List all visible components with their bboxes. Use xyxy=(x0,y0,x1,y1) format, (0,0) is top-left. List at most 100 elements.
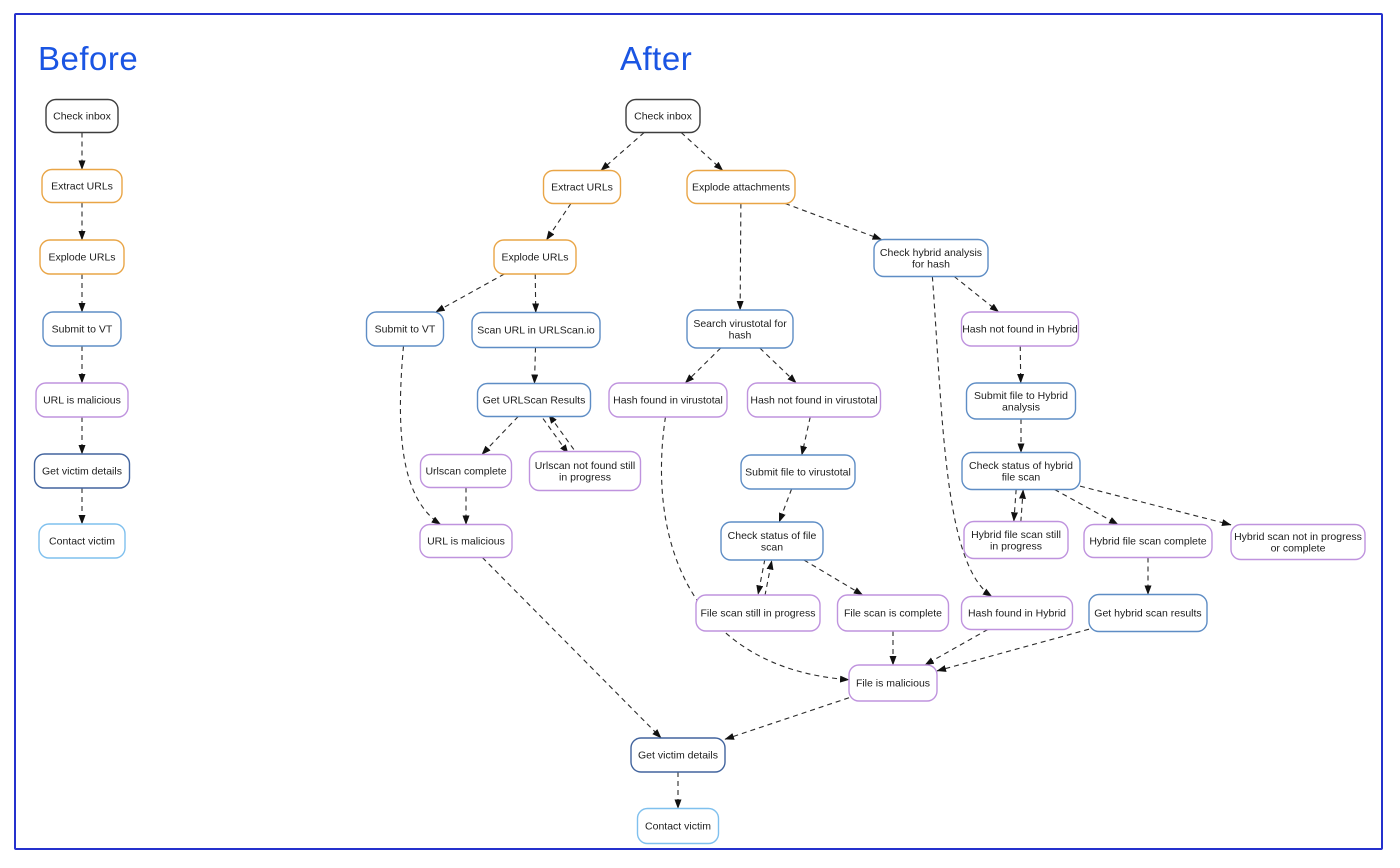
node-label: File scan is complete xyxy=(844,608,942,620)
node-label: Get URLScan Results xyxy=(483,395,586,407)
edge-a_explode_att-a_check_hybrid xyxy=(784,202,882,241)
edge-a_check_hybrid-a_hash_found_hybrid xyxy=(931,276,993,597)
node-label: File is malicious xyxy=(856,678,930,690)
edge-a_explode_att-a_search_vt xyxy=(736,203,744,311)
node-a_extract_urls: Extract URLs xyxy=(542,169,622,205)
node-label: Submit to VT xyxy=(375,324,436,336)
node-a_get_hybrid_results: Get hybrid scan results xyxy=(1088,593,1208,633)
node-a_submit_vt: Submit to VT xyxy=(365,311,445,347)
node-a_file_scan_complete: File scan is complete xyxy=(836,594,950,632)
node-a_submit_file_vt: Submit file to virustotal xyxy=(740,454,856,490)
node-label: Hash not found in Hybrid xyxy=(962,324,1078,336)
node-label: Scan URL in URLScan.io xyxy=(477,325,595,337)
node-label: URL is malicious xyxy=(43,395,121,407)
node-a_contact_victim: Contact victim xyxy=(636,807,720,845)
node-a_file_scan_progress: File scan still in progress xyxy=(695,594,821,632)
node-label: Check inbox xyxy=(53,111,112,123)
node-b_url_malicious: URL is malicious xyxy=(35,382,129,418)
edge-a_submit_file_vt-a_check_status_file xyxy=(778,488,793,523)
edge-a_url_malicious-a_get_victim xyxy=(481,557,662,739)
node-b_extract_urls: Extract URLs xyxy=(41,168,123,204)
edge-a_check_status_file-a_file_scan_progress xyxy=(756,559,766,595)
node-b_submit_vt: Submit to VT xyxy=(42,311,122,347)
edge-a_check_status_file-a_file_scan_complete xyxy=(803,559,864,596)
node-a_hash_nf_vt: Hash not found in virustotal xyxy=(746,382,882,418)
edge-a_explode_urls-a_submit_vt xyxy=(435,273,505,313)
node-b_get_victim: Get victim details xyxy=(33,453,131,489)
node-a_explode_urls: Explode URLs xyxy=(493,239,577,275)
node-a_get_victim: Get victim details xyxy=(630,737,726,773)
node-label: Get victim details xyxy=(42,466,122,478)
edge-a_get_urlscan-a_urlscan_nf xyxy=(542,418,569,454)
node-label: Explode attachments xyxy=(692,182,790,194)
edge-a_search_vt-a_hash_nf_vt xyxy=(759,347,797,384)
node-label: Explode URLs xyxy=(501,252,568,264)
node-label: Explode URLs xyxy=(48,252,115,264)
node-a_urlscan_complete: Urlscan complete xyxy=(419,453,513,489)
node-label: Get victim details xyxy=(638,750,718,762)
node-label: Hash found in virustotal xyxy=(613,395,723,407)
node-label: Check inbox xyxy=(634,111,693,123)
edge-a_urlscan_nf-a_get_urlscan xyxy=(548,414,575,450)
edge-a_submit_vt-a_url_malicious xyxy=(399,345,442,525)
edge-a_check_status_hybrid-a_hybrid_scan_complete xyxy=(1054,489,1119,525)
node-a_hash_nf_hybrid: Hash not found in Hybrid xyxy=(960,311,1080,347)
node-a_explode_att: Explode attachments xyxy=(686,169,796,205)
node-label: Extract URLs xyxy=(51,181,113,193)
node-label: Extract URLs xyxy=(551,182,613,194)
node-label: Get hybrid scan results xyxy=(1094,608,1201,620)
edge-a_check_hybrid-a_hash_nf_hybrid xyxy=(953,276,1000,313)
node-b_explode_urls: Explode URLs xyxy=(39,239,125,275)
after-title: After xyxy=(620,40,693,77)
edge-a_extract_urls-a_explode_urls xyxy=(545,203,572,241)
node-a_hybrid_scan_complete: Hybrid file scan complete xyxy=(1083,523,1213,559)
node-b_contact_victim: Contact victim xyxy=(38,523,126,559)
node-a_hash_found_vt: Hash found in virustotal xyxy=(608,382,728,418)
node-a_file_malicious: File is malicious xyxy=(848,664,938,702)
node-label: Hash found in Hybrid xyxy=(968,608,1066,620)
node-a_scan_url: Scan URL in URLScan.io xyxy=(471,311,601,349)
edge-a_check_inbox-a_explode_att xyxy=(680,132,724,171)
edge-a_get_urlscan-a_urlscan_complete xyxy=(481,416,519,455)
node-a_hash_found_hybrid: Hash found in Hybrid xyxy=(960,595,1074,631)
node-label: File scan still in progress xyxy=(701,608,816,620)
edge-a_hash_found_hybrid-a_file_malicious xyxy=(924,629,989,666)
node-a_url_malicious: URL is malicious xyxy=(419,523,513,559)
edge-a_hash_nf_vt-a_submit_file_vt xyxy=(800,416,811,456)
edge-a_explode_urls-a_scan_url xyxy=(532,273,540,313)
edge-a_file_malicious-a_get_victim xyxy=(724,697,850,740)
edge-a_check_status_hybrid-a_hybrid_scan_nip xyxy=(1079,485,1232,526)
before-title: Before xyxy=(38,40,139,77)
node-a_check_inbox: Check inbox xyxy=(625,98,701,134)
edge-a_search_vt-a_hash_found_vt xyxy=(684,347,722,384)
node-a_get_urlscan: Get URLScan Results xyxy=(476,382,592,418)
edge-a_check_inbox-a_extract_urls xyxy=(600,132,645,171)
node-label: URL is malicious xyxy=(427,536,505,548)
node-label: Contact victim xyxy=(645,821,711,833)
edge-a_hybrid_scan_progress-a_check_status_hybrid xyxy=(1019,489,1026,522)
node-label: Urlscan complete xyxy=(425,466,506,478)
edge-a_check_status_hybrid-a_hybrid_scan_progress xyxy=(1011,489,1018,522)
node-b_check_inbox: Check inbox xyxy=(45,98,119,134)
edge-a_hash_nf_hybrid-a_submit_hybrid xyxy=(1017,345,1025,384)
edge-a_scan_url-a_get_urlscan xyxy=(531,347,539,384)
edge-a_hash_found_vt-a_file_malicious xyxy=(660,416,850,683)
node-label: Submit file to virustotal xyxy=(745,467,851,479)
